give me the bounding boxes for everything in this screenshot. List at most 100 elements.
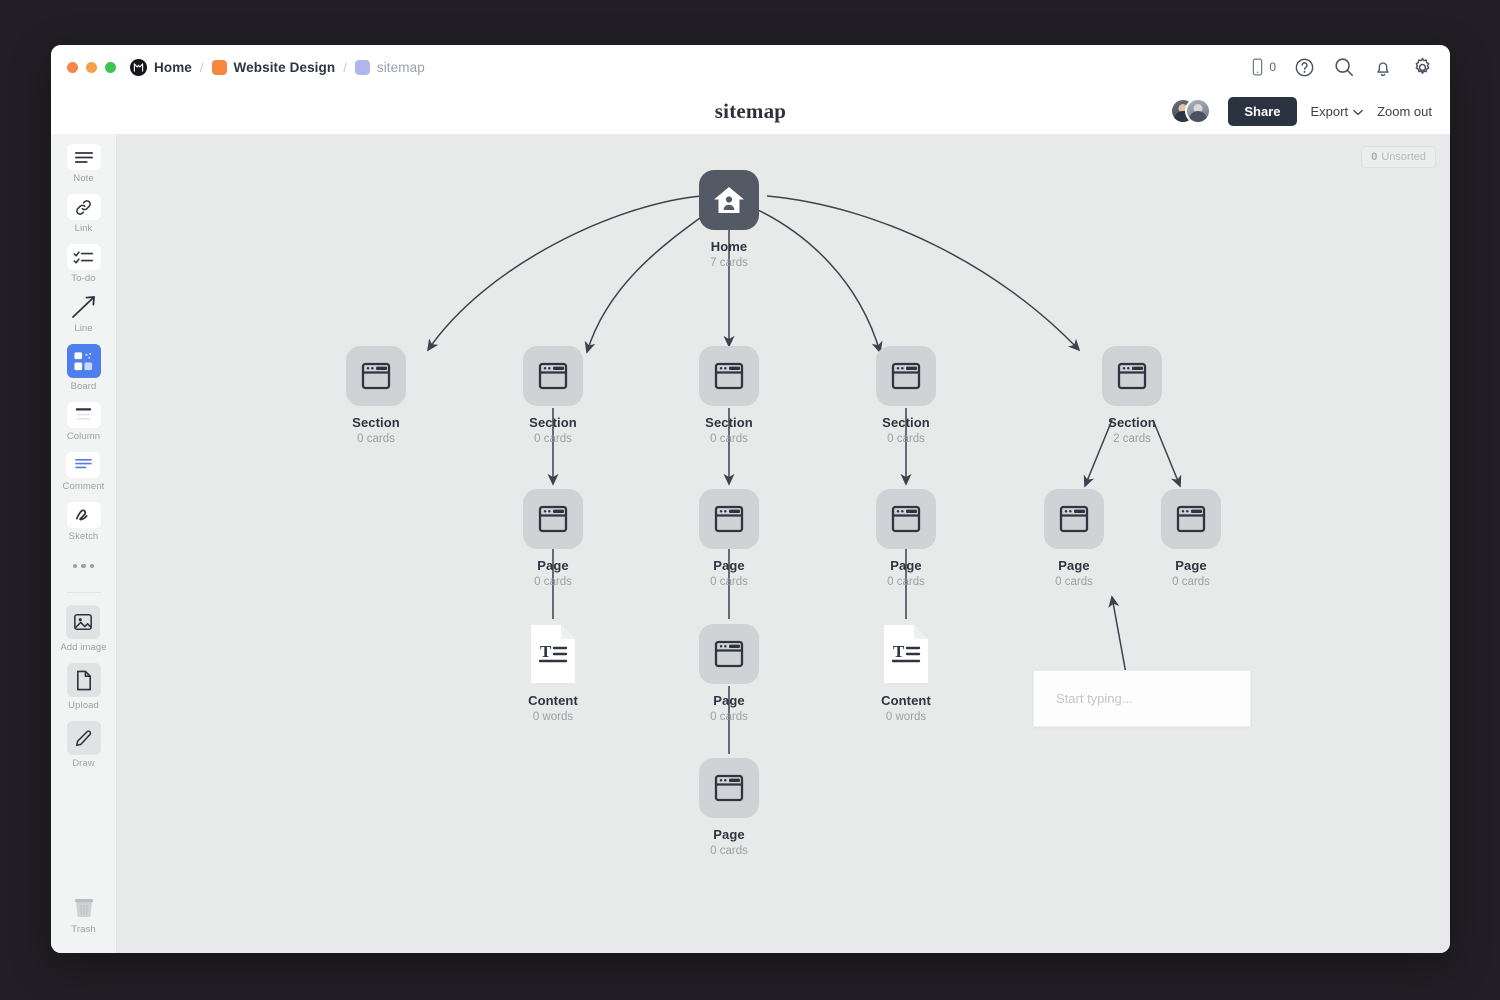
more-dots-icon[interactable] (67, 556, 101, 576)
export-label: Export (1310, 104, 1349, 119)
edge-home-s1 (426, 195, 702, 352)
sidebar-item-add-image[interactable]: Add image (60, 605, 107, 653)
sidebar-item-draw[interactable]: Draw (66, 721, 101, 769)
bell-icon[interactable] (1373, 57, 1393, 78)
node-subtitle: 0 cards (1055, 576, 1093, 588)
edge-home-s5 (766, 195, 1081, 352)
node-title: Page (713, 827, 745, 842)
window-icon (699, 346, 759, 406)
board-node-page-6[interactable]: Page 0 cards (669, 624, 789, 723)
sidebar-item-label: Board (70, 381, 97, 392)
sidebar-item-label: Trash (71, 924, 96, 935)
orange-square-icon (211, 59, 227, 75)
board-node-section-5[interactable]: Section 2 cards (1072, 346, 1192, 445)
titlebar-actions: 0 (1251, 56, 1434, 79)
share-button[interactable]: Share (1228, 97, 1297, 126)
node-title: Page (890, 558, 922, 573)
sidebar-item-comment[interactable]: Comment (63, 452, 105, 492)
node-subtitle: 2 cards (1113, 433, 1151, 445)
svg-text:T: T (540, 642, 552, 661)
node-title: Section (529, 415, 577, 430)
breadcrumb-separator: / (343, 59, 347, 75)
sidebar-item-label: Add image (60, 642, 107, 653)
board-node-home[interactable]: Home 7 cards (669, 170, 789, 269)
board-node-section-1[interactable]: Section 0 cards (316, 346, 436, 445)
sidebar-item-upload[interactable]: Upload (66, 663, 101, 711)
board-node-page-5[interactable]: Page 0 cards (1131, 489, 1251, 588)
node-title: Section (352, 415, 400, 430)
upload-file-icon (66, 663, 101, 697)
sidebar-item-label: Sketch (68, 531, 99, 542)
sidebar-item-label: Draw (72, 758, 95, 769)
sidebar-item-todo[interactable]: To-do (66, 244, 101, 284)
node-subtitle: 0 cards (534, 433, 572, 445)
todo-icon (66, 244, 101, 270)
board-node-section-2[interactable]: Section 0 cards (493, 346, 613, 445)
phone-count-label: 0 (1269, 60, 1276, 74)
unsorted-badge[interactable]: 0 Unsorted (1361, 146, 1436, 168)
board-node-content-1[interactable]: T Content 0 words (493, 624, 613, 723)
sidebar-item-label: Comment (62, 481, 105, 492)
sidebar-item-sketch[interactable]: Sketch (66, 502, 101, 542)
window-icon (699, 489, 759, 549)
node-title: Section (882, 415, 930, 430)
board-node-page-7[interactable]: Page 0 cards (669, 758, 789, 857)
node-subtitle: 0 cards (1172, 576, 1210, 588)
board-node-page-3[interactable]: Page 0 cards (846, 489, 966, 588)
window-icon (346, 346, 406, 406)
window-icon (699, 624, 759, 684)
sidebar-item-column[interactable]: Column (66, 402, 101, 442)
window-icon (523, 346, 583, 406)
sidebar-item-note[interactable]: Note (66, 144, 101, 184)
window-icon (876, 346, 936, 406)
board-node-page-1[interactable]: Page 0 cards (493, 489, 613, 588)
board-canvas[interactable]: 0 Unsorted (117, 134, 1450, 953)
help-circle-icon[interactable] (1294, 57, 1315, 78)
breadcrumb-item-website-design[interactable]: Website Design (211, 59, 336, 75)
app-body: Note Link To-do Line (51, 134, 1450, 953)
unsorted-count: 0 (1371, 151, 1378, 163)
new-note-placeholder: Start typing... (1056, 691, 1133, 706)
board-node-content-2[interactable]: T Content 0 words (846, 624, 966, 723)
node-subtitle: 0 words (885, 711, 927, 723)
sidebar-item-line[interactable]: Line (67, 294, 101, 334)
node-subtitle: 0 cards (710, 433, 748, 445)
node-subtitle: 0 words (532, 711, 574, 723)
zoom-window-button[interactable] (105, 61, 116, 73)
board-node-page-2[interactable]: Page 0 cards (669, 489, 789, 588)
sidebar-item-label: Column (66, 431, 101, 442)
collaborator-avatars[interactable] (1170, 98, 1214, 125)
draw-pencil-icon (66, 721, 101, 755)
breadcrumb-item-home[interactable]: Home (130, 58, 192, 76)
node-subtitle: 0 cards (710, 845, 748, 857)
breadcrumb-item-sitemap[interactable]: sitemap (354, 59, 425, 75)
avatar[interactable] (1185, 98, 1212, 124)
document-header: sitemap Share Export Zoom out (51, 89, 1450, 134)
node-subtitle: 0 cards (357, 433, 395, 445)
edge-typing-p4 (1108, 595, 1128, 680)
sidebar-divider (66, 592, 101, 593)
node-title: Content (528, 693, 578, 708)
comment-icon (66, 452, 101, 478)
board-node-section-3[interactable]: Section 0 cards (669, 346, 789, 445)
node-subtitle: 7 cards (710, 257, 748, 269)
node-subtitle: 0 cards (710, 576, 748, 588)
close-window-button[interactable] (67, 61, 78, 73)
window-icon (699, 758, 759, 818)
board-node-page-4[interactable]: Page 0 cards (1014, 489, 1134, 588)
zoom-out-button[interactable]: Zoom out (1377, 104, 1432, 119)
phone-icon[interactable]: 0 (1251, 58, 1276, 76)
sidebar-item-trash[interactable]: Trash (67, 895, 101, 935)
search-icon[interactable] (1333, 56, 1355, 78)
sidebar-item-link[interactable]: Link (66, 194, 101, 234)
gear-icon[interactable] (1411, 56, 1434, 79)
window-icon (1102, 346, 1162, 406)
window-icon (1161, 489, 1221, 549)
minimize-window-button[interactable] (86, 61, 97, 73)
board-node-section-4[interactable]: Section 0 cards (846, 346, 966, 445)
window-icon (876, 489, 936, 549)
export-button[interactable]: Export (1311, 104, 1364, 119)
new-note-input[interactable]: Start typing... (1033, 670, 1251, 727)
sidebar-item-board[interactable]: Board (66, 344, 101, 392)
node-title: Home (710, 239, 748, 254)
